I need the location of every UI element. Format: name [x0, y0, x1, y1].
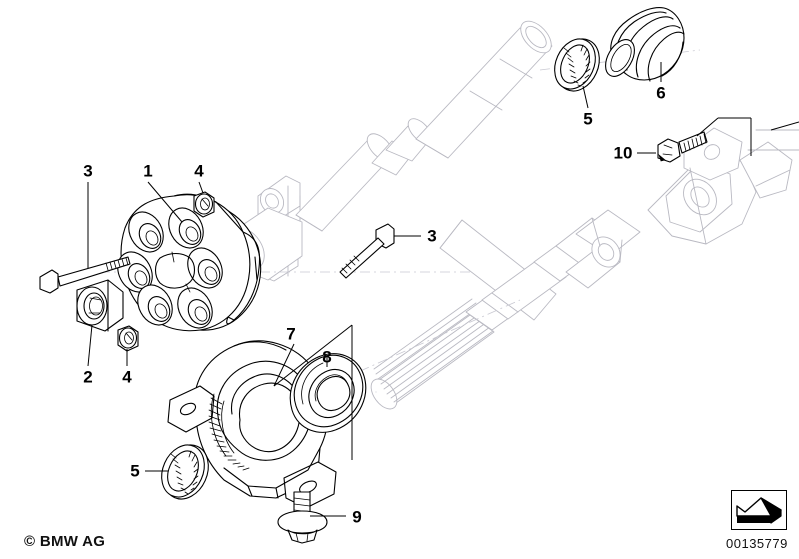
part-hex-nut-top: [193, 191, 215, 218]
leader-yoke-hole: [770, 121, 799, 131]
leader-4-top: [198, 181, 204, 194]
ghost-spline-shaft: [370, 298, 495, 410]
bent-arrow-icon: [731, 490, 787, 530]
callout-8: 8: [322, 347, 332, 367]
leader-5-upper: [582, 85, 589, 109]
driveshaft-ghost-assembly: [100, 20, 799, 421]
leader-2: [87, 324, 93, 367]
part-serrated-ring-upper: [554, 38, 600, 92]
callout-3-left: 3: [83, 161, 93, 181]
callout-9: 9: [352, 507, 362, 527]
leader-10-target-a: [696, 117, 719, 137]
part-flex-disc-coupling: [117, 193, 262, 332]
part-number-label: 00135779: [726, 536, 788, 551]
leader-1: [147, 181, 183, 223]
part-hex-nut-bottom: [117, 325, 139, 352]
callout-1: 1: [143, 161, 153, 181]
part-hex-flange-bolt: [657, 131, 708, 163]
callout-4-top: 4: [194, 161, 204, 181]
ghost-main-tube: [415, 20, 553, 159]
ghost-front-shaft-tube: [295, 133, 394, 232]
part-flange-bolt-middle: [339, 223, 395, 279]
leader-7b: [273, 324, 353, 387]
part-flange-bolt-left: [39, 256, 131, 294]
callout-2: 2: [83, 367, 93, 387]
part-serrated-ring-lower: [161, 444, 209, 500]
ring-teeth-lower: [170, 450, 199, 495]
callout-3-middle: 3: [427, 226, 437, 246]
ghost-rear-ujoint: [555, 209, 641, 289]
ghost-flange-yoke: [647, 127, 793, 245]
leader-lines: [87, 62, 799, 517]
leader-7a: [273, 343, 295, 387]
callout-4-bottom: 4: [122, 367, 132, 387]
ring-teeth-upper: [563, 44, 591, 87]
callout-6: 6: [656, 83, 666, 103]
callout-10: 10: [613, 143, 633, 163]
flex-disc-bores: [117, 207, 223, 329]
part-bushing-sleeve: [76, 279, 124, 332]
callout-5-lower: 5: [130, 461, 140, 481]
callout-7: 7: [286, 324, 296, 344]
callout-5-upper: 5: [583, 109, 593, 129]
ghost-upper-right-tube: [747, 129, 799, 151]
part-rubber-boot: [605, 7, 685, 82]
support-bore-serrations: [208, 393, 250, 471]
copyright-notice: © BMW AG: [24, 533, 106, 550]
part-ball-bearing: [289, 353, 367, 433]
